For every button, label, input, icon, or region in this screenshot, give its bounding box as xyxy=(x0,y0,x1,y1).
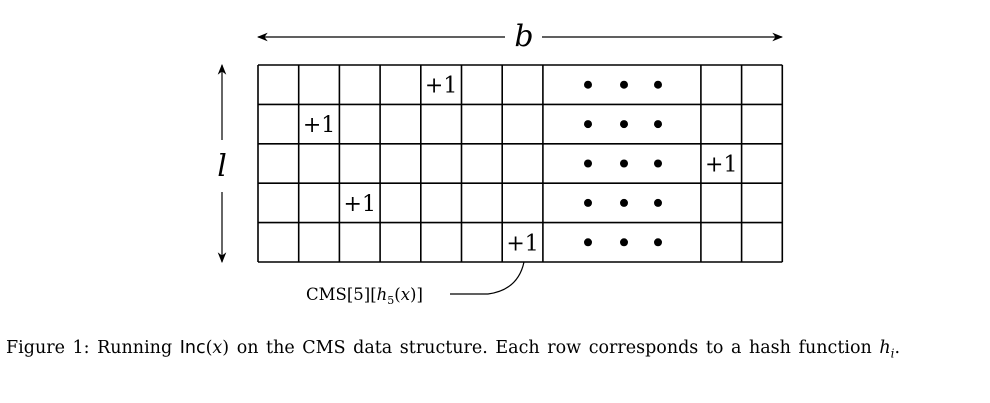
ellipsis-dot xyxy=(584,198,592,207)
figure-caption: Figure 1: Running Inc(x) on the CMS data… xyxy=(6,336,986,366)
increment-label: +1 xyxy=(506,231,538,256)
ellipsis-dot xyxy=(620,80,628,89)
increment-label: +1 xyxy=(303,113,335,138)
ellipsis-dot xyxy=(584,120,592,129)
ellipsis-dot xyxy=(654,80,662,89)
counter-grid: +1 +1 +1 +1 +1 xyxy=(257,64,784,263)
pointer-curve xyxy=(450,261,525,295)
ellipsis-dot xyxy=(620,238,628,247)
width-label: b xyxy=(514,19,533,54)
cms-diagram: b l +1 +1 +1 +1 +1 CMS[5][h5(x)] xyxy=(217,19,784,307)
caption-func: Inc xyxy=(179,338,206,358)
caption-prefix: Figure 1: Running xyxy=(6,338,180,358)
caption-arg: (x) xyxy=(205,338,230,358)
ellipsis-dot xyxy=(584,80,592,89)
increment-label: +1 xyxy=(425,74,457,99)
ellipsis-dot xyxy=(584,159,592,168)
caption-middle: on the CMS data structure. Each row corr… xyxy=(229,338,880,358)
increment-label: +1 xyxy=(344,192,376,217)
ellipsis-dot xyxy=(654,238,662,247)
ellipsis-dot xyxy=(654,198,662,207)
ellipsis-dot xyxy=(620,120,628,129)
height-label: l xyxy=(217,149,227,184)
ellipsis-dot xyxy=(584,238,592,247)
increment-label: +1 xyxy=(705,153,737,178)
caption-hash: h xyxy=(879,338,891,358)
ellipsis-dot xyxy=(654,159,662,168)
caption-hash-sub: i xyxy=(890,346,895,361)
ellipsis-dot xyxy=(620,159,628,168)
ellipsis-dot xyxy=(654,120,662,129)
caption-suffix: . xyxy=(894,338,901,358)
ellipsis-dot xyxy=(620,198,628,207)
pointer-label: CMS[5][h5(x)] xyxy=(306,285,423,307)
